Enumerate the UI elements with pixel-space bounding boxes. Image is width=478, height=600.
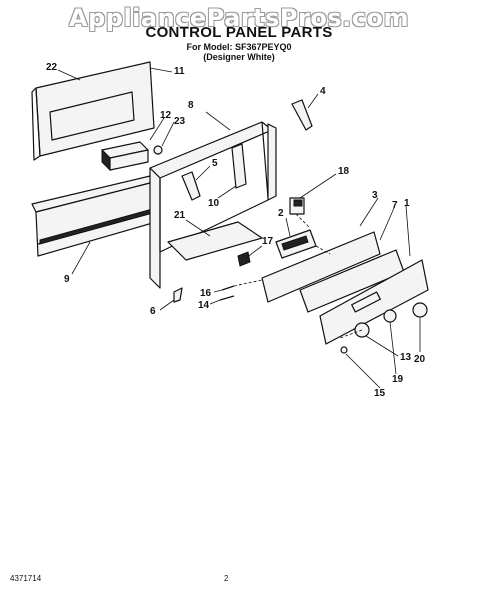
callout-18: 18	[338, 166, 350, 177]
callout-9: 9	[64, 274, 70, 285]
callout-16: 16	[200, 288, 212, 299]
callout-10: 10	[208, 198, 220, 209]
callout-20: 20	[414, 354, 426, 365]
callout-2: 2	[278, 208, 284, 219]
callout-1: 1	[404, 198, 410, 209]
callout-19: 19	[392, 374, 404, 385]
part-5-bracket	[181, 171, 201, 201]
part-12-block	[101, 141, 149, 172]
part-22-rear-panel	[31, 61, 155, 161]
part-20-knob	[412, 302, 428, 318]
callout-4: 4	[320, 86, 326, 97]
part-16-screw	[221, 285, 235, 291]
part-4-bracket	[291, 99, 313, 131]
callout-14: 14	[198, 300, 210, 311]
callout-12: 12	[160, 110, 172, 121]
watermark-logo: AppliancePartsPros.com	[69, 4, 409, 32]
model-line: For Model: SF367PEYQ0	[186, 42, 292, 52]
doc-number: 4371714	[10, 574, 42, 583]
callout-6: 6	[150, 306, 156, 317]
part-17-clip	[237, 251, 251, 267]
variant-line: (Designer White)	[203, 52, 275, 62]
callout-23: 23	[174, 116, 186, 127]
part-15-spring	[340, 346, 348, 354]
part-21-shield	[167, 221, 263, 261]
part-1-front-panel	[319, 259, 429, 345]
part-10-bracket	[231, 143, 247, 189]
part-8-frame	[149, 121, 277, 289]
callout-13: 13	[400, 352, 412, 363]
page-number: 2	[224, 574, 229, 583]
part-23-nut	[153, 145, 163, 155]
callout-5: 5	[212, 158, 218, 169]
callout-17: 17	[262, 236, 274, 247]
part-3-panel	[261, 231, 381, 303]
callout-21: 21	[174, 210, 186, 221]
page-title: CONTROL PANEL PARTS	[145, 24, 333, 41]
callout-3: 3	[372, 190, 378, 201]
callout-8: 8	[188, 100, 194, 111]
part-9-bracket	[31, 175, 157, 257]
part-19-knob	[383, 309, 397, 323]
part-18-switch	[289, 197, 305, 215]
callout-22: 22	[46, 62, 58, 73]
part-14-screw	[219, 295, 235, 301]
part-2-clock	[275, 229, 317, 259]
callout-11: 11	[174, 66, 185, 77]
callout-15: 15	[374, 388, 386, 399]
part-6-clip	[173, 287, 183, 303]
callout-7: 7	[392, 200, 398, 211]
